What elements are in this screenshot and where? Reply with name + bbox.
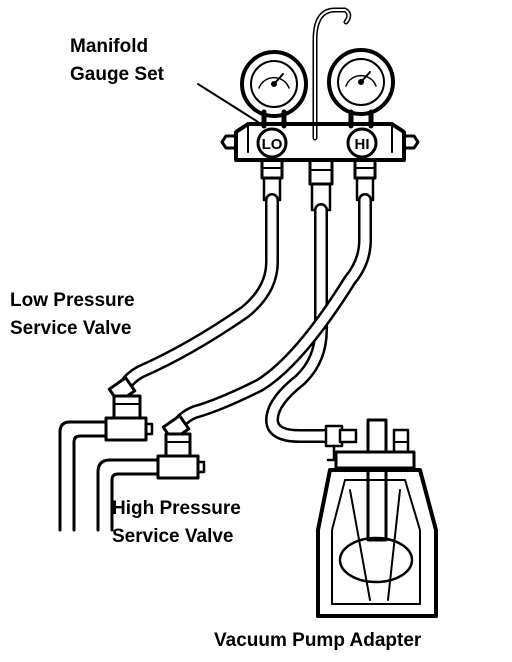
high-knob-label: HI: [355, 136, 370, 153]
high-side-knob: [346, 127, 378, 159]
manifold-label-line2: Gauge Set: [70, 64, 165, 85]
high-pressure-gauge: [327, 48, 395, 129]
high-pressure-label-line1: High Pressure: [112, 498, 241, 519]
low-side-hose: [115, 193, 279, 399]
low-pressure-gauge: [240, 50, 308, 129]
low-pressure-label-line1: Low Pressure: [10, 290, 135, 311]
vacuum-pump-adapter-label: Vacuum Pump Adapter: [214, 630, 422, 651]
manifold-leader-line: [197, 83, 259, 123]
vacuum-pump-adapter: [316, 418, 438, 618]
low-knob-label: LO: [262, 136, 283, 153]
low-side-knob: [256, 127, 288, 159]
low-pressure-service-valve: [58, 376, 154, 532]
manifold-label-line1: Manifold: [70, 36, 148, 57]
low-pressure-label-line2: Service Valve: [10, 318, 132, 339]
high-pressure-service-valve: [96, 414, 206, 532]
high-side-hose: [169, 193, 372, 437]
high-pressure-label-line2: Service Valve: [112, 526, 234, 547]
center-service-hose: [265, 203, 347, 443]
manifold-body: [220, 122, 420, 212]
